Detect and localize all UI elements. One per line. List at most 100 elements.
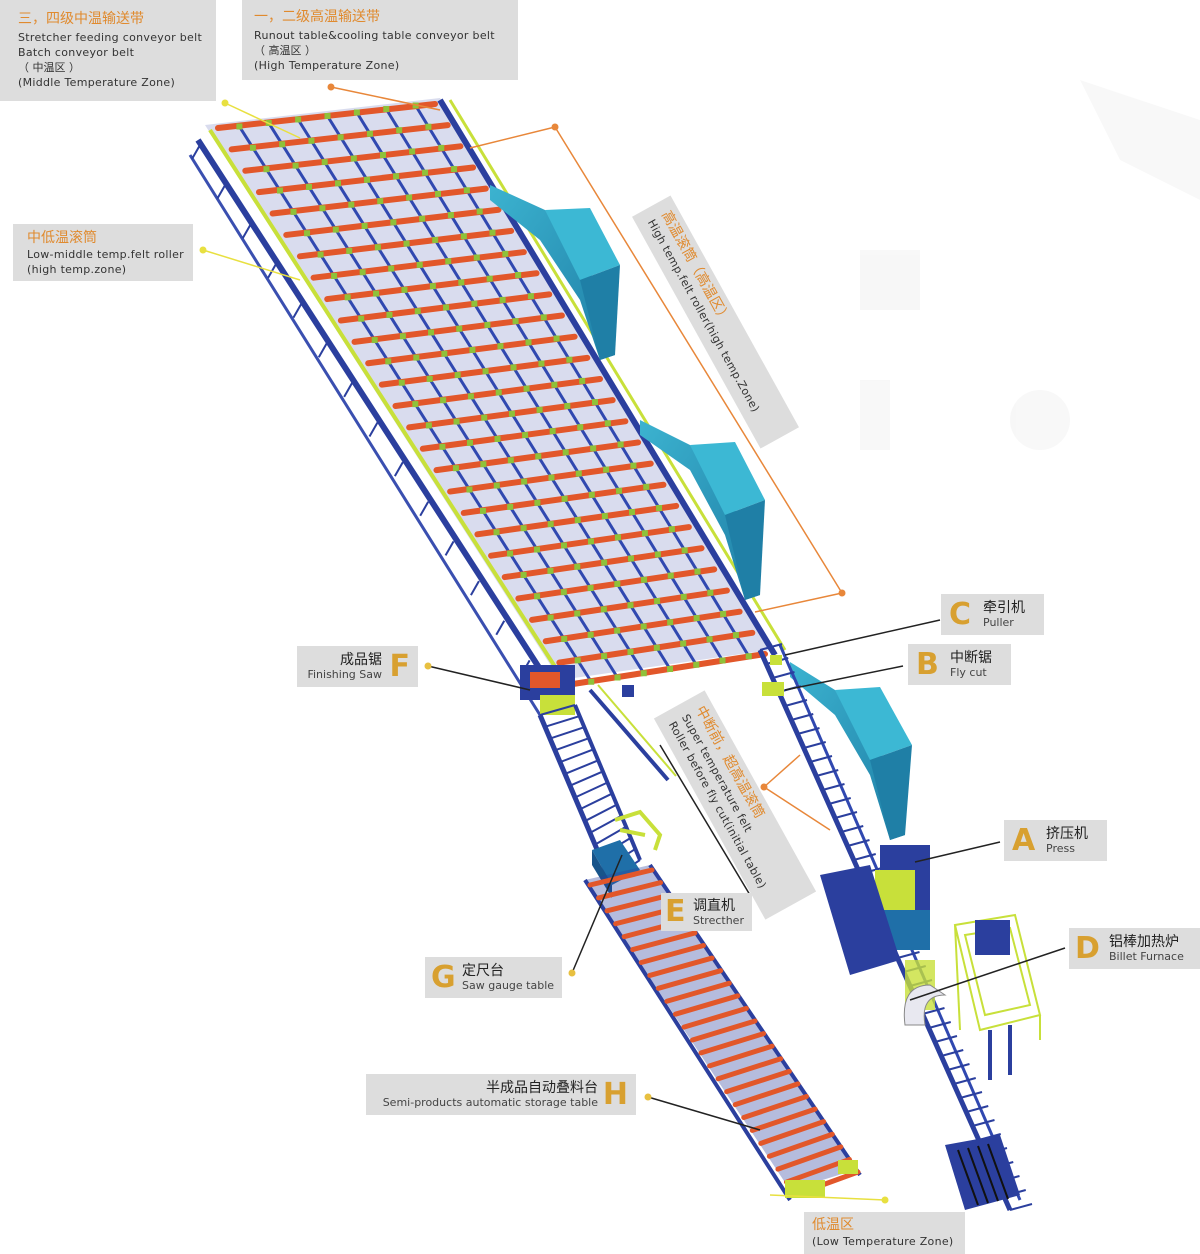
callout-line: (Middle Temperature Zone) <box>18 76 176 89</box>
diagram-stroke <box>544 715 580 728</box>
diagram-stroke <box>1009 1203 1033 1211</box>
station-letter: C <box>949 596 972 632</box>
belt-node <box>641 530 648 537</box>
diagram-stroke <box>569 770 604 787</box>
belt-node <box>643 483 650 490</box>
diagram-stroke <box>554 737 590 752</box>
diagram-stroke <box>749 1106 818 1133</box>
belt-node <box>507 503 514 510</box>
belt-node <box>494 435 501 442</box>
diagram-stroke <box>797 727 820 735</box>
belt-node <box>588 491 595 498</box>
runout-covers <box>490 185 912 840</box>
diagram-stroke <box>715 1056 784 1082</box>
belt-node <box>574 610 581 617</box>
diagram-stroke <box>965 1105 989 1113</box>
belt-node <box>693 661 700 668</box>
callout-middle-temperature-zone: 三，四级中温输送带 Stretcher feeding conveyor bel… <box>0 0 216 101</box>
diagram-stroke <box>604 892 672 914</box>
belt-node <box>732 632 739 639</box>
diagram-stroke <box>707 1043 775 1069</box>
belt-node <box>290 208 297 215</box>
belt-node <box>249 144 256 151</box>
diagram-stroke <box>834 811 858 819</box>
belt-node <box>566 356 573 363</box>
diagram-stroke <box>766 1131 835 1159</box>
station-h-storage-table: 半成品自动叠料台 Semi-products automatic storage… <box>366 1074 636 1115</box>
belt-node <box>627 555 634 562</box>
diagram-stroke <box>790 713 814 721</box>
belt-node <box>719 657 726 664</box>
diagram-stroke <box>241 223 252 239</box>
diagram-stroke <box>587 867 655 888</box>
belt-node <box>540 314 547 321</box>
diagram-stroke <box>368 422 379 437</box>
belt-node <box>454 372 461 379</box>
belt-node <box>401 286 408 293</box>
belt-node <box>452 465 459 472</box>
station-cn: 铝棒加热炉 <box>1109 934 1179 950</box>
station-en: Press <box>1046 842 1075 855</box>
diagram-stroke <box>690 1018 758 1043</box>
belt-node <box>548 474 555 481</box>
belt-node <box>398 379 405 386</box>
diagram-stroke <box>470 580 480 596</box>
diagram-stroke <box>647 955 715 978</box>
belt-node <box>499 296 506 303</box>
belt-node <box>707 589 714 596</box>
station-cn: 半成品自动叠料台 <box>486 1080 598 1096</box>
belt-node <box>458 279 465 286</box>
belt-node <box>574 563 581 570</box>
diagram-stroke <box>672 993 741 1017</box>
belt-node <box>308 137 315 144</box>
station-f-finishing-saw: 成品锯 Finishing Saw F <box>297 646 418 687</box>
belt-node <box>614 580 621 587</box>
station-en: Semi-products automatic storage table <box>382 1096 598 1109</box>
diagram-stroke <box>292 303 303 319</box>
diagram-stroke <box>343 382 354 398</box>
diagram-stroke <box>724 1068 792 1095</box>
station-c-puller: C 牵引机 Puller <box>941 594 1044 635</box>
diagram-stroke <box>822 783 845 791</box>
belt-node <box>507 457 514 464</box>
belt-node <box>371 337 378 344</box>
belt-node <box>432 236 439 243</box>
station-en: Finishing Saw <box>307 668 382 681</box>
belt-node <box>590 445 597 452</box>
belt-node <box>399 333 406 340</box>
belt-node <box>549 428 556 435</box>
storage-line <box>520 665 862 1202</box>
belt-node <box>292 162 299 169</box>
belt-node <box>536 406 543 413</box>
belt-node <box>553 335 560 342</box>
belt-node <box>440 397 447 404</box>
belt-node <box>366 130 373 137</box>
belt-node <box>640 670 647 677</box>
belt-node <box>422 169 429 176</box>
diagram-stroke <box>897 951 920 959</box>
belt-node <box>654 598 661 605</box>
belt-node <box>745 653 752 660</box>
belt-node <box>512 318 519 325</box>
diagram-stroke <box>579 792 613 811</box>
station-letter: G <box>431 959 456 995</box>
station-g-saw-gauge-table: G 定尺台 Saw gauge table <box>425 957 562 998</box>
belt-node <box>484 321 491 328</box>
callout-title: 中低温滚筒 <box>27 230 97 246</box>
belt-node <box>383 106 390 112</box>
belt-node <box>393 173 400 180</box>
belt-node <box>482 368 489 375</box>
belt-node <box>495 389 502 396</box>
cooling-table <box>188 98 787 716</box>
diagram-stroke <box>664 980 732 1004</box>
belt-node <box>560 542 567 549</box>
diagram-stroke <box>809 755 833 763</box>
belt-node <box>361 222 368 229</box>
station-cn: 挤压机 <box>1046 826 1088 842</box>
diagram-stroke <box>803 741 827 749</box>
belt-node <box>337 134 344 141</box>
diagram-stroke <box>772 671 795 679</box>
belt-node <box>720 610 727 617</box>
belt-node <box>344 294 351 301</box>
